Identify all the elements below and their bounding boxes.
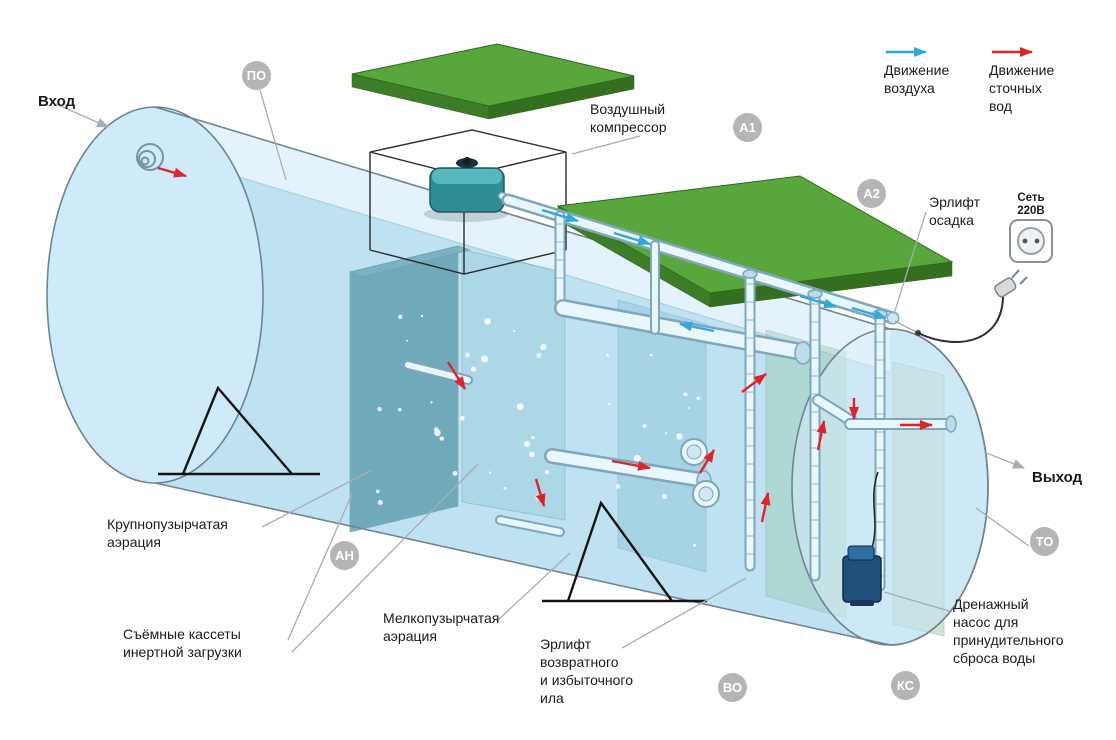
label-compressor: Воздушный компрессор	[590, 101, 667, 135]
badge-a2: А2	[857, 179, 886, 208]
tank-left-cap	[46, 106, 264, 484]
badge-an: АН	[330, 541, 359, 570]
badge-a1: А1	[733, 113, 762, 142]
label-sludge-airlift: Эрлифт осадка	[929, 194, 980, 228]
legend-air-label: Движение воздуха	[884, 62, 950, 96]
drainage-pump	[842, 471, 882, 606]
label-coarse-aeration: Крупнопузырчатая аэрация	[107, 516, 228, 550]
air-flow-arrows	[541, 208, 887, 333]
aeration-bubbles	[375, 314, 701, 547]
compressor-housing-frame	[369, 129, 567, 275]
badge-po: ПО	[242, 61, 271, 90]
label-fine-aeration: Мелкопузырчатая аэрация	[383, 610, 500, 644]
label-return-airlift: Эрлифт возвратного и избыточного ила	[540, 636, 634, 706]
inlet-swirl-icon	[136, 143, 164, 171]
legend-water-label: Движение сточных вод	[989, 62, 1055, 114]
label-power-220v: Сеть 220В	[1017, 192, 1045, 218]
water-flow-arrows	[157, 166, 933, 523]
support-stands	[158, 385, 707, 603]
power-socket-icon	[894, 219, 1053, 343]
badge-vo: ВО	[718, 673, 747, 702]
label-outlet: Выход	[1032, 469, 1083, 486]
label-cassettes: Съёмные кассеты инертной загрузки	[123, 626, 242, 660]
green-cover-small	[351, 43, 635, 120]
label-inlet: Вход	[38, 93, 76, 110]
outlet-arrow	[983, 451, 1025, 469]
inlet-arrow	[55, 103, 109, 128]
badge-ks: КС	[891, 671, 920, 700]
label-drain-pump: Дренажный насос для принудительного сбро…	[953, 596, 1064, 666]
tank-outline	[154, 106, 989, 646]
leader-lines	[55, 89, 1030, 653]
badge-to: ТО	[1030, 527, 1059, 556]
